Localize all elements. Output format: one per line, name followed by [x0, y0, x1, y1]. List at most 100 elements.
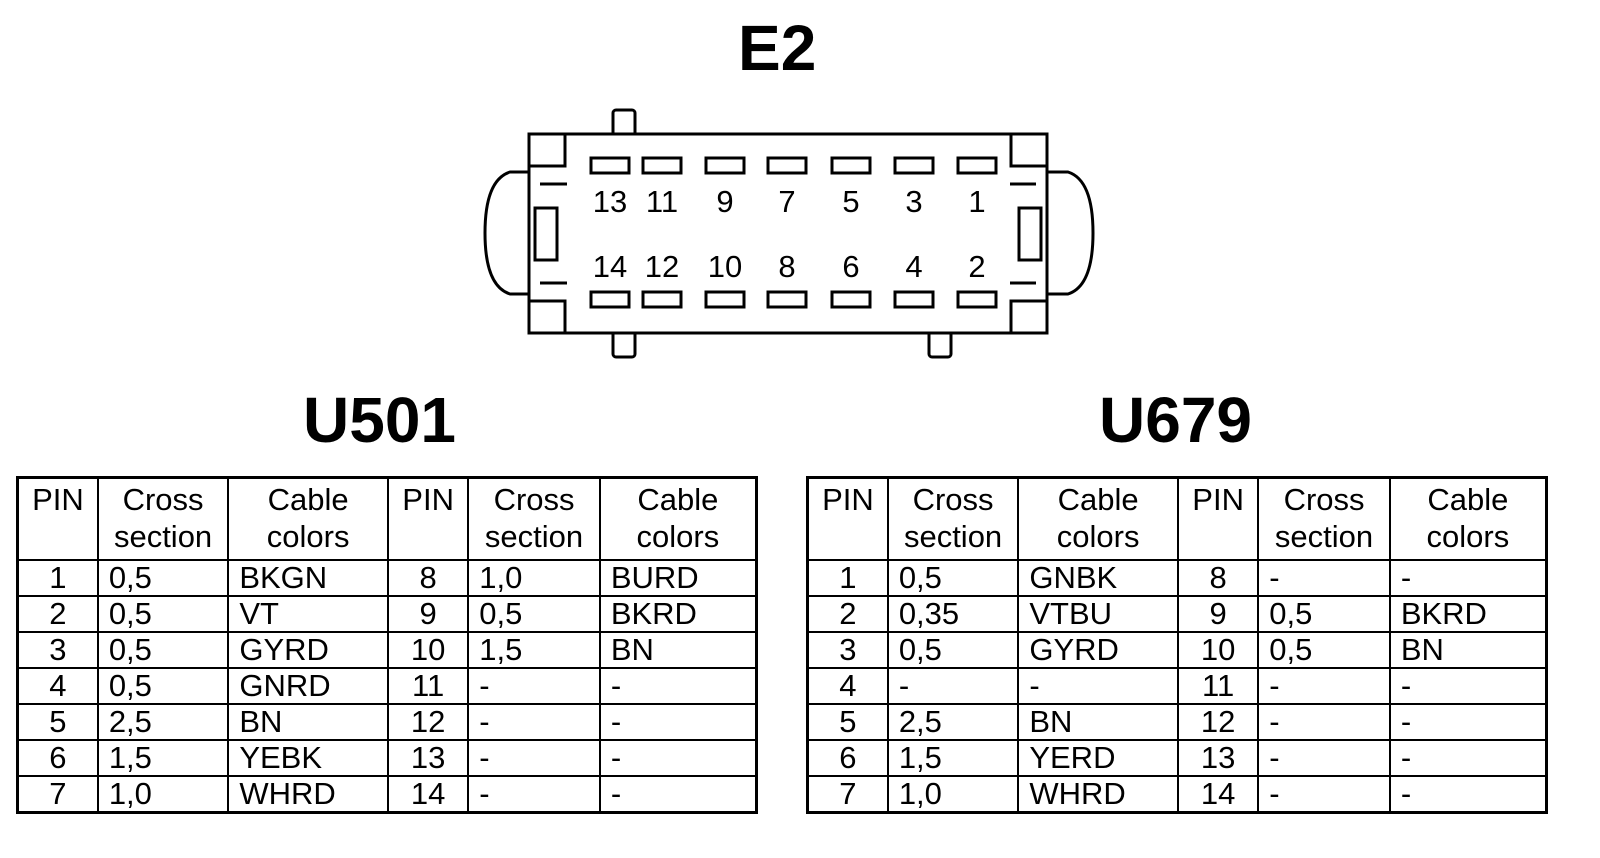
cable-color-cell: - — [1388, 775, 1548, 814]
terminal-slot — [589, 156, 631, 175]
cable-color-cell: YERD — [1017, 739, 1179, 777]
bottom-lock-tab-left — [611, 329, 637, 359]
terminal-slot — [641, 290, 683, 309]
pin-number-top: 5 — [842, 184, 859, 219]
pin-cell: 9 — [1176, 595, 1260, 633]
terminal-slot — [893, 290, 935, 309]
cable-color-cell: VTBU — [1017, 595, 1179, 633]
cross-section-cell: - — [1257, 775, 1391, 814]
cross-section-cell: - — [1257, 667, 1391, 705]
cable-color-cell: YEBK — [227, 739, 389, 777]
top-lock-tab — [611, 108, 637, 138]
column-header: PIN — [1176, 476, 1260, 561]
cable-color-cell: - — [1017, 667, 1179, 705]
pin-number-bottom: 14 — [593, 249, 627, 284]
pin-cell: 7 — [806, 775, 889, 814]
cross-section-cell: 0,5 — [96, 559, 230, 597]
cable-color-cell: VT — [227, 595, 389, 633]
pin-number-top: 9 — [716, 184, 733, 219]
cable-color-cell: - — [1388, 703, 1548, 741]
pin-number-bottom: 10 — [708, 249, 742, 284]
pin-number-bottom: 8 — [778, 249, 795, 284]
pin-number-bottom: 2 — [968, 249, 985, 284]
pin-cell: 5 — [16, 703, 99, 741]
cable-color-cell: - — [1388, 559, 1548, 597]
cross-section-cell: - — [467, 667, 601, 705]
pin-cell: 11 — [386, 667, 470, 705]
terminal-slot — [956, 156, 998, 175]
cable-color-cell: BKGN — [227, 559, 389, 597]
pin-cell: 7 — [16, 775, 99, 814]
cross-section-cell: 0,5 — [886, 559, 1020, 597]
cross-section-cell: 0,5 — [96, 631, 230, 669]
terminal-slot — [830, 290, 872, 309]
pin-cell: 6 — [16, 739, 99, 777]
corner-notch — [1009, 299, 1049, 335]
cross-section-cell: 0,5 — [886, 631, 1020, 669]
right-latch — [1045, 170, 1095, 296]
cross-section-cell: - — [886, 667, 1020, 705]
pin-number-top: 1 — [968, 184, 985, 219]
corner-notch — [527, 132, 567, 168]
terminal-slot — [956, 290, 998, 309]
terminal-slot — [641, 156, 683, 175]
bottom-lock-tab-right — [927, 329, 953, 359]
corner-notch — [527, 299, 567, 335]
cross-section-cell: 1,5 — [96, 739, 230, 777]
cable-color-cell: BN — [227, 703, 389, 741]
cable-color-cell: GYRD — [1017, 631, 1179, 669]
pin-cell: 2 — [806, 595, 889, 633]
pin-cell: 12 — [386, 703, 470, 741]
pin-number-top: 7 — [778, 184, 795, 219]
pin-number-bottom: 4 — [905, 249, 922, 284]
terminal-slot — [704, 290, 746, 309]
cable-color-cell: BKRD — [598, 595, 758, 633]
cable-color-cell: - — [598, 667, 758, 705]
cable-color-cell: - — [1388, 739, 1548, 777]
pin-cell: 6 — [806, 739, 889, 777]
cross-section-cell: 0,35 — [886, 595, 1020, 633]
pin-number-top: 3 — [905, 184, 922, 219]
pin-number-bottom: 6 — [842, 249, 859, 284]
cable-color-cell: WHRD — [227, 775, 389, 814]
terminal-slot — [766, 290, 808, 309]
terminal-slot — [704, 156, 746, 175]
cable-color-cell: BN — [1017, 703, 1179, 741]
cross-section-cell: 1,0 — [886, 775, 1020, 814]
cable-color-cell: BKRD — [1388, 595, 1548, 633]
cross-section-cell: 0,5 — [1257, 595, 1391, 633]
cross-section-cell: - — [467, 703, 601, 741]
pin-cell: 14 — [1176, 775, 1260, 814]
cross-section-cell: 1,0 — [467, 559, 601, 597]
cross-section-cell: - — [467, 739, 601, 777]
cross-section-cell: 0,5 — [96, 667, 230, 705]
table-row: 4--11-- — [806, 667, 1548, 705]
pin-cell: 5 — [806, 703, 889, 741]
table-title-u679: U679 — [1099, 384, 1252, 456]
pin-cell: 3 — [806, 631, 889, 669]
pin-cell: 4 — [16, 667, 99, 705]
pin-cell: 10 — [386, 631, 470, 669]
cable-color-cell: - — [598, 775, 758, 814]
pin-number-top: 11 — [646, 184, 678, 219]
cable-color-cell: GNBK — [1017, 559, 1179, 597]
cross-section-cell: - — [1257, 739, 1391, 777]
cross-section-cell: 0,5 — [96, 595, 230, 633]
cable-color-cell: - — [598, 739, 758, 777]
